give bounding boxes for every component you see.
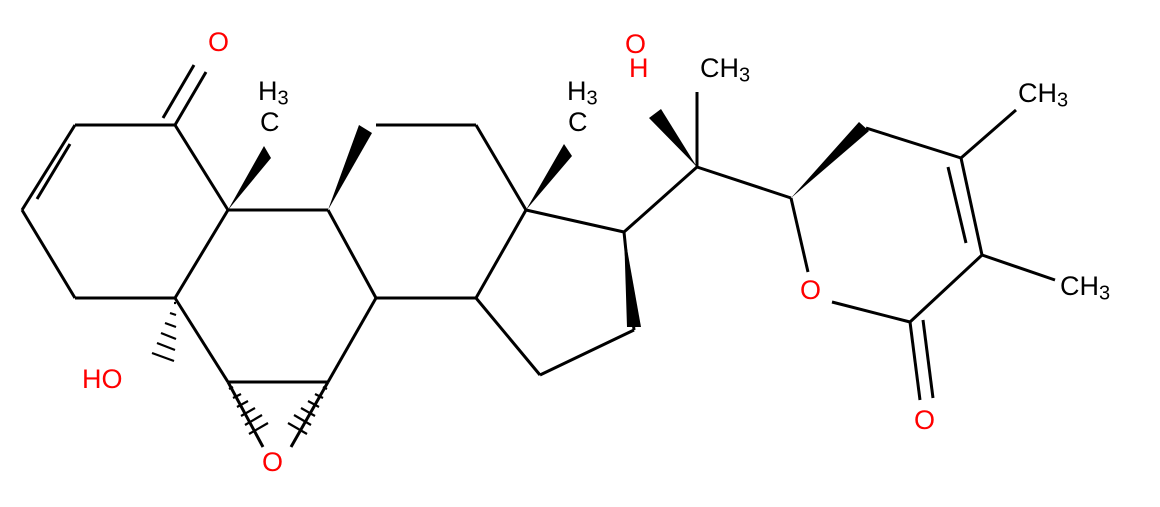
wedge-bond	[624, 232, 641, 327]
hashed-bond	[287, 422, 308, 435]
bond	[921, 319, 935, 399]
atom-labels: O H3 C H3 C HO H O CH3 CH3 CH3 O O HO O	[82, 27, 1110, 477]
hydroxy-c20-h: H	[629, 53, 649, 83]
bond	[474, 124, 528, 211]
hashed-bond	[248, 422, 269, 435]
bond	[173, 209, 230, 299]
hashed-bond	[293, 414, 312, 426]
bond	[326, 209, 378, 299]
bond	[865, 126, 962, 160]
wedge-bonds	[228, 109, 869, 381]
methyl-c21-main: CH	[700, 53, 739, 83]
methyl-c10-main: H	[258, 76, 278, 106]
bond	[623, 165, 698, 234]
methyl-c10-carbon: C	[260, 107, 280, 137]
wedge-bond	[228, 146, 271, 210]
bond	[539, 328, 635, 377]
bond	[959, 157, 984, 256]
hashed-bond	[244, 414, 263, 426]
methyl-c13-sub: 3	[587, 87, 598, 109]
bond	[474, 209, 528, 299]
bond	[789, 197, 810, 273]
wedge-bond	[526, 144, 572, 210]
bond	[696, 165, 792, 200]
hashed-bond	[160, 331, 177, 341]
skeletal-bonds	[20, 64, 1056, 448]
hashed-bond	[156, 341, 176, 352]
methyl-c24-main: CH	[1018, 78, 1057, 108]
hashed-bond	[314, 393, 324, 399]
lactone-oxygen-label: O	[914, 405, 935, 435]
bond	[981, 253, 1056, 282]
ketone-oxygen-label: O	[208, 27, 229, 57]
bond	[960, 108, 1017, 160]
bond	[946, 166, 968, 244]
bond	[20, 209, 77, 299]
bond	[831, 300, 911, 324]
hashed-bond	[307, 400, 320, 408]
methyl-c10-sub: 3	[278, 87, 289, 109]
wedge-bond	[476, 298, 545, 381]
hydroxy-c20-o: O	[625, 29, 646, 59]
hashed-bond	[300, 407, 316, 417]
methyl-c13-main: H	[567, 76, 587, 106]
hashed-bond	[228, 386, 234, 390]
bond	[173, 297, 230, 383]
bond	[326, 297, 378, 383]
bond	[173, 124, 230, 211]
hashed-bond	[169, 311, 177, 317]
hashed-bond	[164, 321, 177, 329]
bond	[173, 71, 208, 126]
wedge-bond	[649, 109, 697, 167]
methyl-c21-sub: 3	[739, 64, 750, 86]
hashed-bonds	[151, 301, 328, 435]
bond	[35, 143, 72, 200]
methyl-c25-label: CH3	[1060, 271, 1110, 304]
bond	[161, 64, 196, 119]
bond	[20, 124, 77, 211]
bond	[289, 381, 330, 448]
bond	[525, 208, 625, 234]
methyl-c24-label: CH3	[1018, 78, 1068, 111]
epoxide-oxygen-label: O	[262, 447, 283, 477]
hashed-bond	[322, 386, 328, 390]
ring-oxygen-label: O	[800, 275, 821, 305]
hashed-bond	[151, 351, 175, 363]
bond	[908, 253, 984, 324]
wedge-bond	[791, 122, 869, 198]
methyl-c13-label: H3	[567, 76, 598, 109]
hashed-bond	[236, 400, 249, 408]
methyl-c25-main: CH	[1060, 271, 1099, 301]
hashed-bond	[240, 407, 256, 417]
hashed-bond	[232, 393, 242, 399]
methyl-c25-sub: 3	[1099, 282, 1110, 304]
bond	[908, 321, 922, 401]
methyl-c13-carbon: C	[568, 107, 588, 137]
wedge-bond	[328, 125, 372, 210]
hydroxy-c5-label: HO	[82, 364, 123, 394]
methyl-c10-label: H3	[258, 76, 289, 109]
methyl-c21-label: CH3	[700, 53, 750, 86]
methyl-c24-sub: 3	[1057, 89, 1068, 111]
